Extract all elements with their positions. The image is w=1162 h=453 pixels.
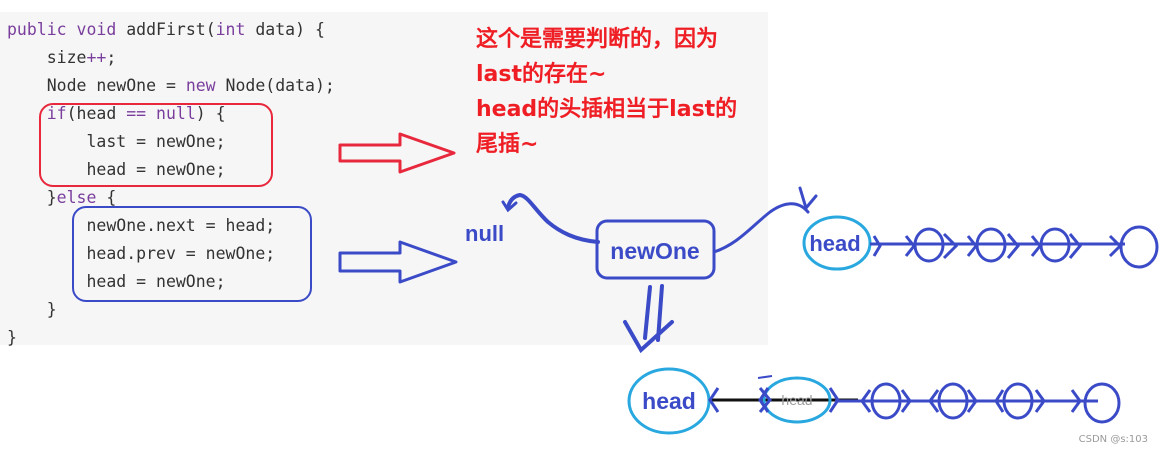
note-line: 这个是需要判断的，因为 bbox=[476, 27, 719, 52]
code-token: size bbox=[7, 48, 87, 67]
note-line: 尾插~ bbox=[476, 132, 539, 157]
code-token: } bbox=[7, 300, 57, 319]
if-branch-highlight bbox=[39, 103, 273, 187]
next-pointer-curve bbox=[712, 202, 810, 254]
code-token: } bbox=[7, 328, 17, 347]
code-keyword: == bbox=[126, 104, 147, 123]
note-line: head的头插相当于last的 bbox=[476, 97, 738, 122]
code-keyword: int bbox=[215, 20, 246, 39]
code-token: head = newOne; bbox=[7, 160, 226, 179]
code-token: ) { bbox=[195, 104, 226, 123]
old-head-strikethrough-label: head bbox=[781, 392, 812, 408]
code-token: Node(data); bbox=[215, 76, 335, 95]
code-token: { bbox=[96, 188, 117, 207]
code-line: size++; bbox=[7, 44, 117, 72]
old-head-strike-line bbox=[757, 375, 773, 379]
code-panel bbox=[0, 12, 768, 345]
new-head-node-label: head bbox=[642, 388, 696, 414]
list-node-tail bbox=[1083, 382, 1121, 424]
code-line: head = newOne; bbox=[7, 156, 226, 184]
new-node-box bbox=[595, 219, 716, 280]
code-keyword: null bbox=[156, 104, 196, 123]
red-arrow-icon bbox=[338, 132, 456, 174]
code-line: } bbox=[7, 324, 17, 352]
head-node-label: head bbox=[809, 231, 860, 256]
code-line: Node newOne = new Node(data); bbox=[7, 72, 335, 100]
list-node bbox=[870, 382, 902, 420]
code-token: (head bbox=[66, 104, 127, 123]
code-line: newOne.next = head; bbox=[7, 212, 275, 240]
null-label: null bbox=[465, 221, 504, 246]
else-branch-highlight bbox=[72, 206, 312, 302]
code-keyword: public void bbox=[7, 20, 127, 39]
prev-pointer-curve bbox=[506, 192, 600, 244]
code-line: head.prev = newOne; bbox=[7, 240, 275, 268]
code-keyword: ++ bbox=[86, 48, 107, 67]
code-line: last = newOne; bbox=[7, 128, 226, 156]
annotation-note: 这个是需要判断的，因为 last的存在~ head的头插相当于last的 尾插~ bbox=[476, 22, 776, 162]
bottom-link-arrow-marks-icon bbox=[708, 387, 1082, 413]
list-node bbox=[1002, 382, 1034, 420]
code-token: newOne.next = head; bbox=[7, 216, 276, 235]
code-line: }else { bbox=[7, 184, 117, 212]
next-pointer-arrowhead-icon bbox=[798, 186, 818, 212]
code-line: } bbox=[7, 296, 57, 324]
code-keyword: new bbox=[185, 76, 216, 95]
code-token: head = newOne; bbox=[7, 272, 226, 291]
prev-pointer-arrowhead-icon bbox=[501, 200, 518, 213]
code-line: public void addFirst(int data) { bbox=[7, 16, 325, 44]
watermark: CSDN @s:103 bbox=[1078, 434, 1148, 445]
code-token: last = newOne; bbox=[7, 132, 226, 151]
down-arrow-icon bbox=[623, 284, 674, 354]
new-node-label: newOne bbox=[610, 238, 699, 264]
old-head-node-ellipse bbox=[762, 376, 832, 424]
code-keyword: else bbox=[56, 188, 97, 207]
code-token: ; bbox=[106, 48, 117, 67]
blue-arrow-icon bbox=[338, 240, 458, 284]
code-token: addFirst( bbox=[126, 20, 216, 39]
code-token: Node newOne = bbox=[7, 76, 186, 95]
list-node-tail bbox=[1119, 225, 1159, 269]
link-arrow-marks-icon bbox=[872, 232, 1123, 260]
code-token: data) { bbox=[245, 20, 325, 39]
note-line: last的存在~ bbox=[476, 62, 607, 87]
code-token: head.prev = newOne; bbox=[7, 244, 276, 263]
list-node bbox=[937, 382, 969, 420]
code-token: } bbox=[7, 188, 57, 207]
code-line: head = newOne; bbox=[7, 268, 226, 296]
